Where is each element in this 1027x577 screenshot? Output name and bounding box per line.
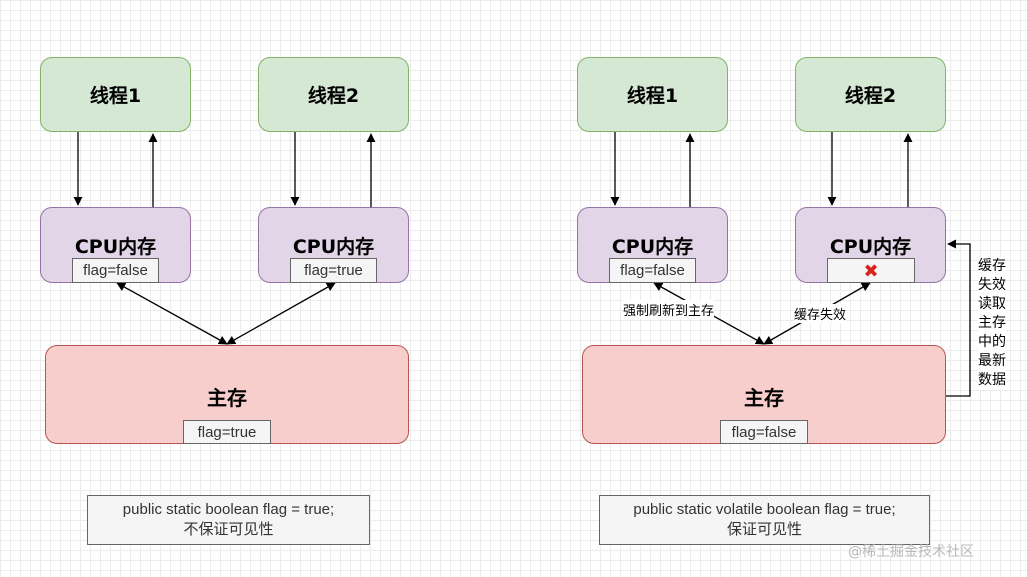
cpu1-label-right: CPU内存 (611, 236, 694, 258)
note-code-line-right: public static volatile boolean flag = tr… (633, 501, 896, 518)
red-x-icon: ✖ (863, 260, 879, 281)
thread2-label-right: 线程2 (844, 85, 897, 107)
cpu1-flag-right: flag=false (609, 258, 696, 283)
main-memory-flag: flag=true (183, 420, 271, 444)
main-memory-label: 主存 (207, 386, 247, 410)
cpu2-flag: flag=true (290, 258, 377, 283)
label-cache-invalid: 缓存失效 (794, 304, 847, 323)
cpu1-label: CPU内存 (74, 236, 157, 258)
thread2-box: 线程2 (258, 57, 409, 132)
arrow-cpu2-memory-left (226, 282, 336, 345)
cpu1-box-right: CPU内存 (577, 207, 728, 283)
cpu2-label-right: CPU内存 (829, 236, 912, 258)
thread1-box-right: 线程1 (577, 57, 728, 132)
cpu2-flag-right: ✖ (827, 258, 915, 283)
thread2-box-right: 线程2 (795, 57, 946, 132)
note-desc-line: 不保证可见性 (183, 521, 274, 538)
thread1-label: 线程1 (89, 85, 142, 107)
cpu2-label: CPU内存 (292, 236, 375, 258)
arrow-cpu1-memory-left (116, 282, 228, 345)
arrow-memory-to-cpu2-side (946, 239, 971, 397)
watermark: @稀土掘金技术社区 (848, 544, 974, 560)
thread1-label-right: 线程1 (626, 85, 679, 107)
note-desc-line-right: 保证可见性 (726, 521, 802, 538)
label-force-flush: 强制刷新到主存 (623, 300, 715, 319)
main-memory-label-right: 主存 (744, 386, 784, 410)
code-note-right: public static volatile boolean flag = tr… (599, 495, 930, 545)
thread1-box: 线程1 (40, 57, 191, 132)
main-memory-flag-right: flag=false (720, 420, 808, 444)
cpu1-flag: flag=false (72, 258, 159, 283)
code-note-left: public static boolean flag = true; 不保证可见… (87, 495, 370, 545)
note-code-line: public static boolean flag = true; (122, 501, 335, 518)
side-label-cache-invalid-read-main: 缓存失效读取主存中的最新数据 (978, 257, 1006, 390)
thread2-label: 线程2 (307, 85, 360, 107)
